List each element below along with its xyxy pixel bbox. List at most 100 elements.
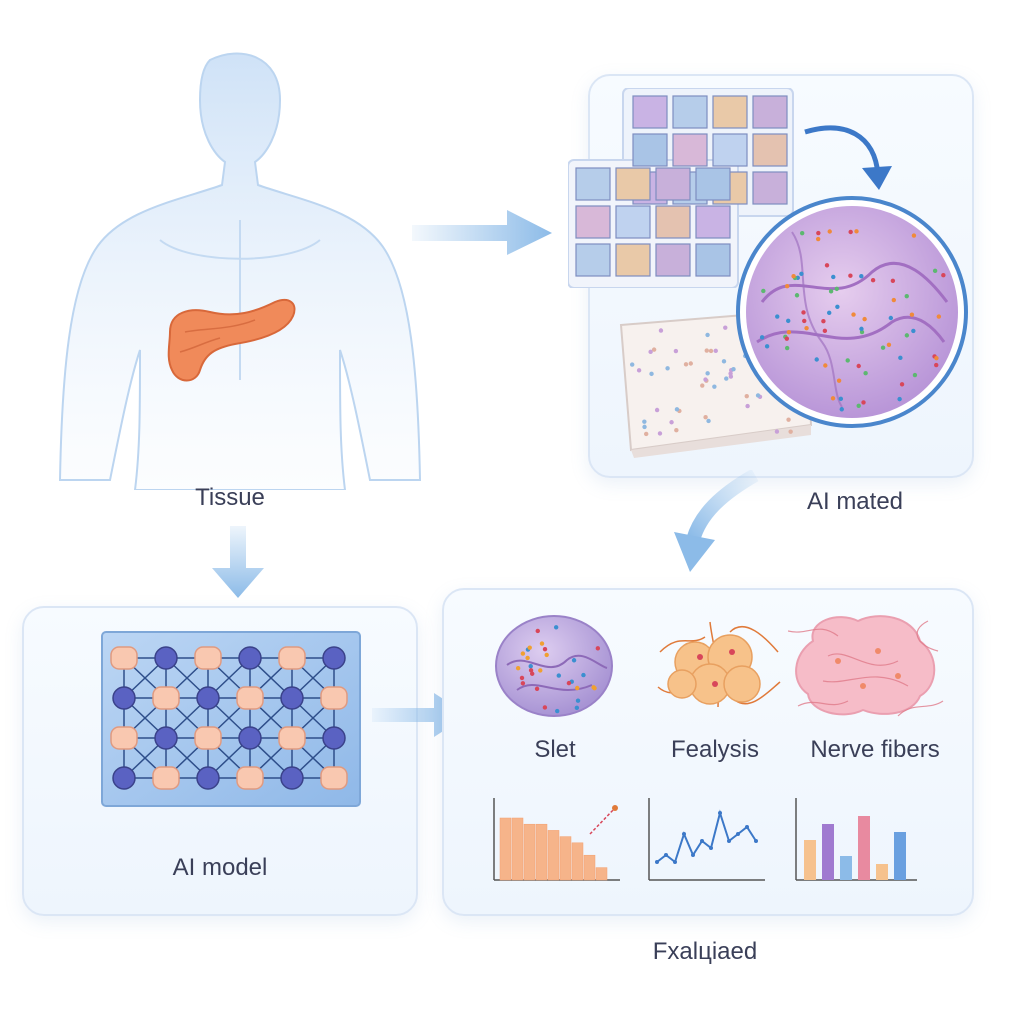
cell-dot: [784, 283, 790, 289]
cell-dot: [538, 668, 543, 673]
cell-dot: [934, 355, 939, 361]
cell-dot: [799, 230, 805, 236]
cell-dot: [932, 268, 938, 274]
cell-dot: [863, 371, 868, 376]
cell-dot: [629, 362, 635, 367]
cell-dot: [851, 312, 856, 317]
ai-model-label: AI model: [172, 854, 268, 881]
cell-dot: [861, 400, 866, 405]
cell-dot: [848, 229, 853, 235]
tile: [752, 171, 788, 205]
cell-dot: [856, 363, 861, 369]
cell-dot: [574, 705, 580, 711]
curved-arrow-icon: [804, 125, 892, 190]
fxaluated-label: Fxalціaed: [652, 938, 758, 965]
chart1-bar: [571, 842, 584, 881]
cell-dot: [642, 424, 647, 430]
cell-dot: [534, 686, 540, 691]
cell-dot: [784, 345, 790, 351]
cell-dot: [595, 646, 601, 651]
net-node-peach: [110, 726, 138, 750]
net-node-blue: [280, 766, 304, 790]
cell-dot: [870, 278, 876, 283]
pancreas-icon: [167, 298, 296, 382]
cell-dot: [705, 371, 710, 376]
tissue-label: Tissue: [195, 484, 265, 511]
cell-dot: [525, 655, 530, 661]
tile: [575, 205, 611, 239]
cell-dot: [657, 431, 663, 436]
cell-dot: [706, 418, 711, 424]
cluster-icon: [657, 621, 781, 708]
cell-dot: [835, 304, 840, 309]
cell-dot: [836, 378, 842, 383]
cell-dot: [555, 708, 560, 714]
cell-dot: [911, 233, 917, 238]
net-node-peach: [320, 766, 348, 790]
net-node-blue: [154, 726, 178, 750]
cell-dot: [673, 348, 679, 354]
cell-dot: [636, 368, 642, 373]
cell-dot: [814, 357, 819, 362]
net-node-peach: [194, 726, 222, 750]
cell-dot: [658, 328, 664, 333]
cell-dot: [880, 345, 886, 350]
cell-dot: [761, 288, 766, 294]
cell-dot: [854, 229, 859, 234]
cell-dot: [834, 286, 839, 292]
chart1-bar: [499, 817, 512, 881]
chart-line: [648, 798, 765, 881]
chart2-point: [700, 839, 704, 843]
net-node-blue: [112, 686, 136, 710]
cell-dot: [708, 348, 714, 354]
net-node-blue: [196, 686, 220, 710]
nerve-icon: [788, 615, 944, 717]
cell-dot: [665, 366, 670, 371]
cell-dot: [848, 273, 853, 278]
cell-dot: [909, 312, 915, 317]
tile: [695, 205, 731, 239]
cell-dot: [700, 383, 705, 388]
cell-dot: [529, 671, 535, 676]
cell-dot: [898, 355, 903, 361]
net-node-blue: [238, 726, 262, 750]
cell-dot: [801, 310, 806, 315]
cell-dot: [904, 293, 909, 299]
cell-dot: [759, 335, 765, 340]
cell-dot: [831, 274, 836, 280]
cell-dot: [731, 366, 736, 372]
cell-dot: [830, 396, 836, 401]
net-node-peach: [320, 686, 348, 710]
net-node-blue: [154, 646, 178, 670]
cell-dot: [839, 407, 844, 412]
cell-dot: [649, 371, 654, 377]
cell-dot: [527, 645, 532, 650]
cell-dot: [651, 347, 657, 352]
cell-dot: [539, 641, 545, 646]
cell-dot: [575, 685, 580, 691]
chart2-point: [727, 839, 731, 843]
cell-dot: [581, 672, 586, 678]
cell-dot: [644, 431, 649, 437]
net-node-blue: [322, 646, 346, 670]
chart2-point: [664, 853, 668, 857]
chart3-bar: [840, 856, 852, 880]
human-torso-icon: [58, 52, 422, 490]
cell-dot: [592, 685, 597, 691]
cell-dot: [788, 429, 793, 434]
net-node-blue: [322, 726, 346, 750]
chart2-point: [682, 832, 686, 836]
cell-dot: [821, 319, 826, 324]
cell-dot: [804, 325, 809, 331]
cell-dot: [744, 393, 749, 399]
chart2-point: [709, 846, 713, 850]
cell-dot: [535, 628, 540, 634]
tile: [615, 167, 651, 201]
chart2-point: [673, 860, 677, 864]
cell-dot: [703, 415, 708, 420]
cell-dot: [648, 349, 653, 355]
chart1-bar: [511, 817, 524, 881]
cell-dot: [827, 310, 832, 316]
cell-dot: [519, 675, 525, 681]
cell-dot: [784, 336, 790, 341]
